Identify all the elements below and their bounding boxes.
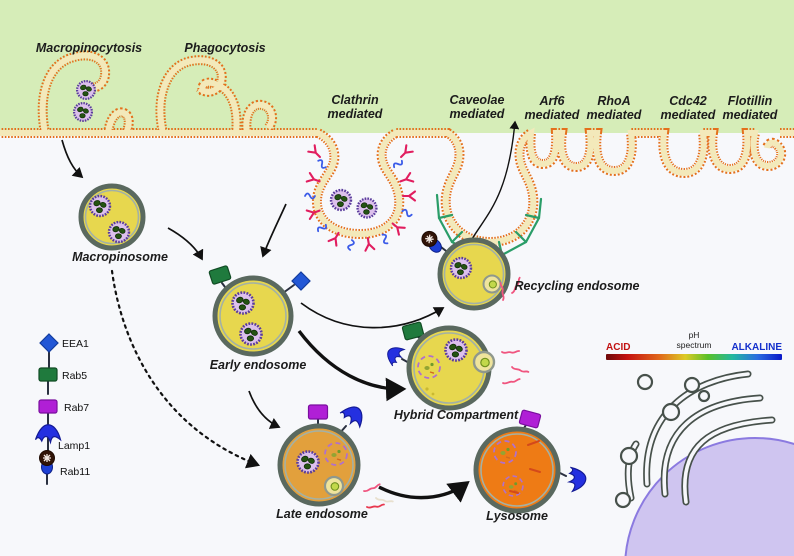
lamp1-tag: [338, 400, 369, 430]
label-macropinosome: Macropinosome: [72, 250, 168, 264]
pathway-arrows: [61, 120, 520, 503]
early-endosome: [208, 265, 311, 357]
late-endosome: [277, 400, 394, 511]
legend-item-rab5: Rab5: [38, 367, 87, 395]
squiggle-proteins: [501, 348, 530, 387]
label-cdc42-1: Cdc42: [669, 94, 707, 108]
extracellular-region: [0, 0, 794, 133]
eea1-tag: [291, 271, 311, 291]
square-tag-icon: [38, 399, 58, 414]
label-flotillin-1: Flotillin: [728, 94, 773, 108]
legend-label-lamp1: Lamp1: [58, 440, 90, 452]
legend: EEA1 Rab5 Rab7 Lamp1 Rab11: [34, 333, 90, 485]
legend-label-rab5: Rab5: [62, 370, 87, 382]
arrow-recycling-to-membrane: [471, 120, 520, 240]
capped-pin-icon: [38, 449, 56, 475]
arrow-early-to-recycling: [300, 302, 445, 329]
label-hybrid-compartment: Hybrid Compartment: [394, 408, 519, 422]
rab5-tag: [401, 321, 425, 341]
virus-particle: [356, 197, 378, 219]
virus-particle: [329, 188, 353, 212]
lysosome: [473, 409, 588, 514]
rab5-tag: [208, 265, 232, 285]
label-macropinocytosis: Macropinocytosis: [36, 41, 142, 55]
arrow-clathrin-to-early: [260, 203, 287, 258]
ph-alkaline-label: ALKALINE: [731, 342, 782, 353]
nucleus: [624, 437, 794, 556]
budding-vesicle: [323, 475, 345, 497]
squiggle-proteins: [363, 481, 394, 511]
legend-item-eea1: EEA1: [39, 333, 89, 368]
degraded-material: [509, 440, 541, 494]
legend-label-rab11: Rab11: [60, 466, 90, 478]
virus-particle: [296, 450, 320, 474]
label-late-endosome: Late endosome: [276, 507, 368, 521]
golgi-vesicle: [619, 446, 639, 466]
label-caveolae-2: mediated: [450, 107, 505, 121]
virus-particle: [88, 194, 112, 218]
rab11-tag: [418, 227, 447, 257]
virus-particle: [231, 291, 255, 315]
golgi-vesicle: [683, 376, 701, 394]
legend-item-lamp1: Lamp1: [34, 424, 90, 456]
lamp1-tag: [567, 465, 588, 493]
hybrid-compartment: [382, 321, 530, 411]
virus-particle: [72, 101, 94, 123]
arrow-early-to-late: [248, 390, 281, 429]
golgi-apparatus: [614, 370, 776, 509]
virus-particle: [239, 322, 263, 346]
label-arf6-2: mediated: [525, 108, 580, 122]
arrow-late-to-lysosome: [378, 480, 470, 503]
label-flotillin-2: mediated: [723, 108, 778, 122]
virus-particle: [449, 256, 473, 280]
budding-vesicle: [472, 350, 496, 374]
label-arf6-1: Arf6: [538, 94, 565, 108]
virus-particle: [444, 338, 468, 362]
ph-scale: ACID pH spectrum ALKALINE: [606, 330, 782, 360]
arrow-macropinosome-to-late-dashed: [110, 269, 261, 469]
plasma-membrane: [0, 50, 794, 248]
golgi-vesicle: [614, 491, 632, 509]
label-rhoa-2: mediated: [587, 108, 642, 122]
label-early-endosome: Early endosome: [210, 358, 307, 372]
legend-item-rab11: Rab11: [38, 449, 90, 485]
arrow-macropinosome-to-early: [167, 227, 204, 261]
golgi-vesicle: [697, 389, 711, 403]
ph-label-line2: spectrum: [677, 340, 712, 350]
golgi-vesicle: [636, 373, 654, 391]
label-rhoa-1: RhoA: [597, 94, 630, 108]
ph-gradient-bar: [606, 354, 782, 360]
label-phagocytosis: Phagocytosis: [184, 41, 265, 55]
ph-acid-label: ACID: [606, 342, 630, 353]
recycling-endosome: [418, 227, 522, 311]
legend-label-rab7: Rab7: [64, 402, 89, 414]
diamond-icon: [39, 333, 59, 353]
lamp1-tag: [382, 342, 407, 368]
virus-particle: [75, 79, 97, 101]
label-caveolae-1: Caveolae: [450, 93, 505, 107]
label-lysosome: Lysosome: [486, 509, 548, 523]
legend-label-eea1: EEA1: [62, 338, 89, 350]
legend-item-rab7: Rab7: [38, 399, 89, 425]
golgi-vesicle: [661, 402, 681, 422]
label-clathrin-1: Clathrin: [331, 93, 379, 107]
label-cdc42-2: mediated: [661, 108, 716, 122]
label-recycling-endosome: Recycling endosome: [514, 279, 639, 293]
rab7-tag: [518, 409, 542, 429]
ph-label-line1: pH: [689, 330, 700, 340]
budding-vesicle: [482, 274, 502, 294]
arrow-early-to-hybrid: [297, 329, 407, 402]
arrow-membrane-to-macropinosome: [61, 139, 84, 179]
rab7-tag: [307, 404, 329, 420]
virus-particle: [107, 220, 131, 244]
macropinosome: [78, 183, 146, 251]
square-tag-icon: [38, 367, 58, 382]
label-clathrin-2: mediated: [328, 107, 383, 121]
